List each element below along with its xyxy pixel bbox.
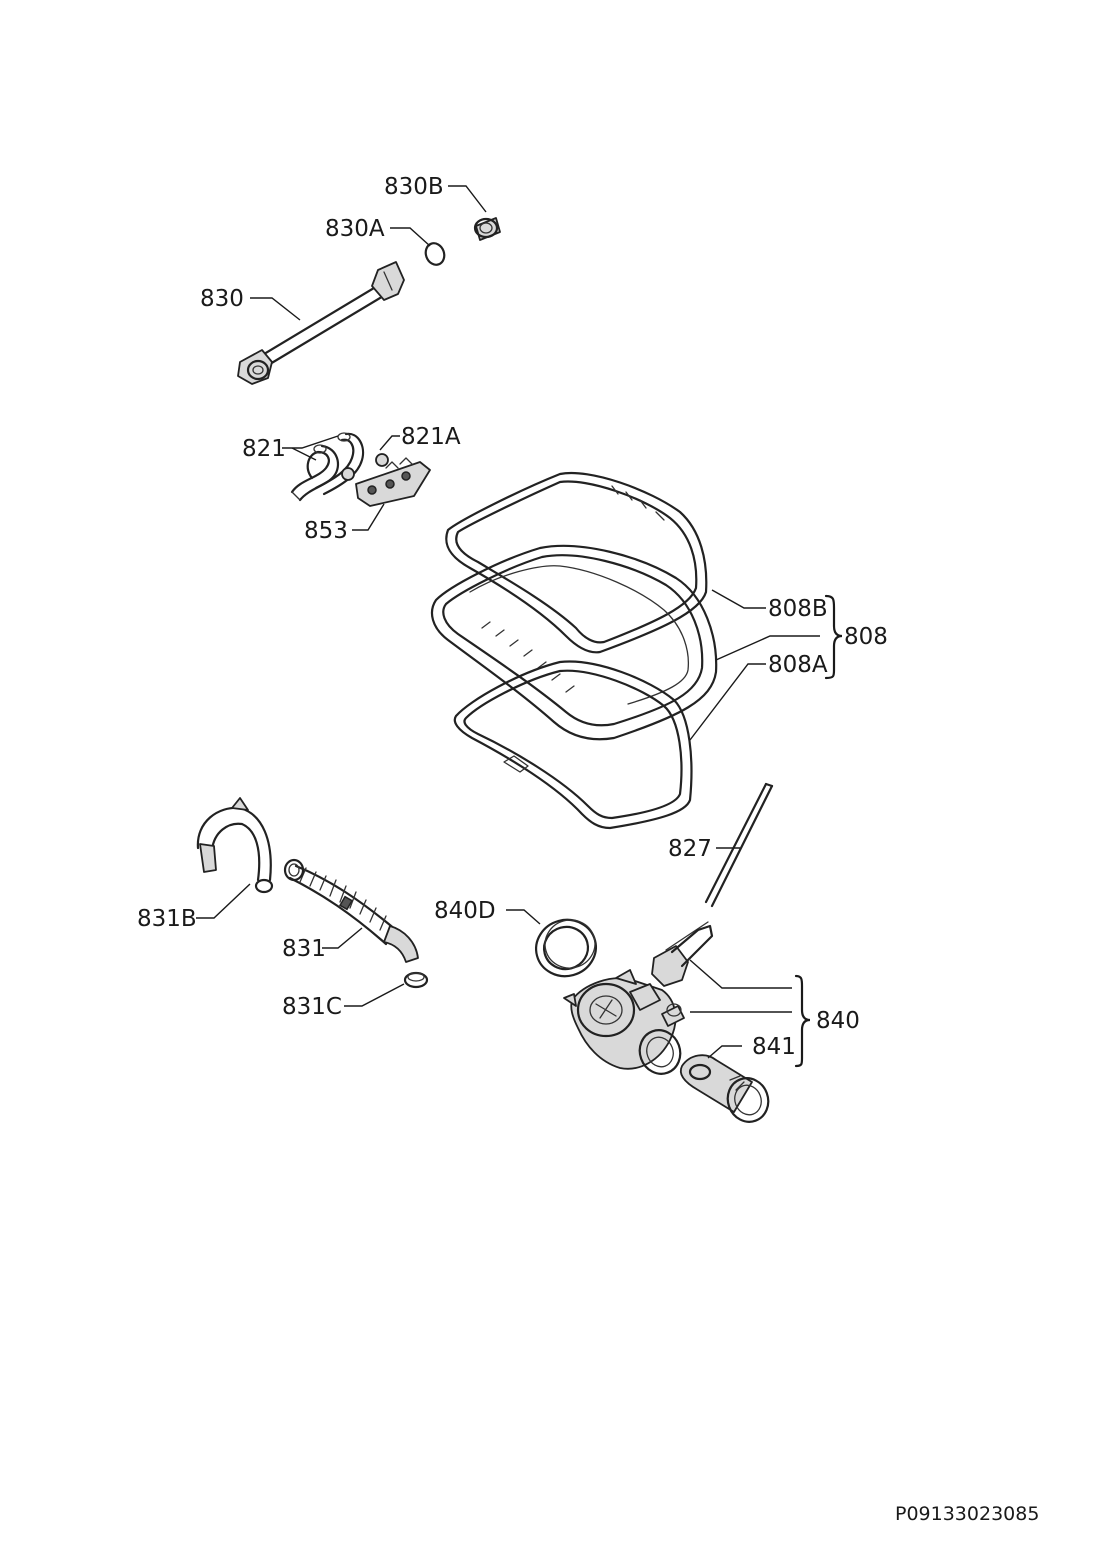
label-853: 853 bbox=[304, 518, 348, 544]
label-808A: 808A bbox=[768, 652, 828, 678]
part-853-bracket bbox=[355, 457, 431, 507]
leader-830A bbox=[390, 227, 431, 247]
part-831C-clamp bbox=[403, 971, 429, 989]
leader-831 bbox=[322, 927, 363, 949]
leader-853 bbox=[352, 503, 385, 531]
label-821A: 821A bbox=[401, 424, 461, 450]
label-840D: 840D bbox=[434, 898, 496, 924]
brace-808 bbox=[824, 594, 843, 680]
part-821-hoses bbox=[290, 432, 365, 502]
label-830: 830 bbox=[200, 286, 244, 312]
part-831B-hose-guide bbox=[196, 797, 274, 894]
leader-830 bbox=[250, 297, 301, 321]
label-831B: 831B bbox=[137, 906, 197, 932]
part-830-inlet-hose bbox=[237, 261, 405, 385]
braces bbox=[794, 594, 843, 1068]
leader-808B bbox=[711, 589, 766, 609]
label-821: 821 bbox=[242, 436, 286, 462]
part-827-rod bbox=[704, 782, 774, 908]
part-830B-bushing bbox=[473, 217, 501, 241]
label-831: 831 bbox=[282, 936, 326, 962]
part-841-filter bbox=[679, 1054, 770, 1123]
leader-840D bbox=[506, 909, 541, 925]
leader-840-a bbox=[689, 959, 792, 989]
label-808: 808 bbox=[844, 624, 888, 650]
part-808A-lower-frame bbox=[453, 660, 693, 830]
label-831C: 831C bbox=[282, 994, 342, 1020]
part-821A-clamps bbox=[341, 453, 389, 481]
label-830B: 830B bbox=[384, 174, 444, 200]
part-labels: 830B 830A 830 821 821A 853 808B 808 808A… bbox=[137, 174, 888, 1060]
brace-840 bbox=[794, 974, 811, 1068]
leader-821A bbox=[379, 435, 400, 451]
leader-lines bbox=[196, 185, 820, 1059]
leader-821-b bbox=[291, 447, 317, 461]
label-827: 827 bbox=[668, 836, 712, 862]
label-808B: 808B bbox=[768, 596, 828, 622]
part-830A-o-ring bbox=[424, 242, 446, 266]
document-code: P09133023085 bbox=[895, 1503, 1039, 1525]
leader-830B bbox=[448, 185, 487, 213]
leader-808 bbox=[715, 635, 820, 661]
part-840-pump-assembly bbox=[563, 921, 714, 1075]
part-840D-seal-ring bbox=[535, 918, 597, 978]
part-831-drain-hose bbox=[283, 858, 419, 963]
leader-831B bbox=[196, 883, 251, 919]
label-830A: 830A bbox=[325, 216, 385, 242]
leader-841 bbox=[707, 1045, 742, 1059]
leader-831C bbox=[344, 983, 405, 1007]
part-808-tub-ring bbox=[430, 544, 718, 741]
label-841: 841 bbox=[752, 1034, 796, 1060]
leader-821-a bbox=[282, 435, 339, 449]
label-840: 840 bbox=[816, 1008, 860, 1034]
leader-808A bbox=[689, 663, 766, 741]
